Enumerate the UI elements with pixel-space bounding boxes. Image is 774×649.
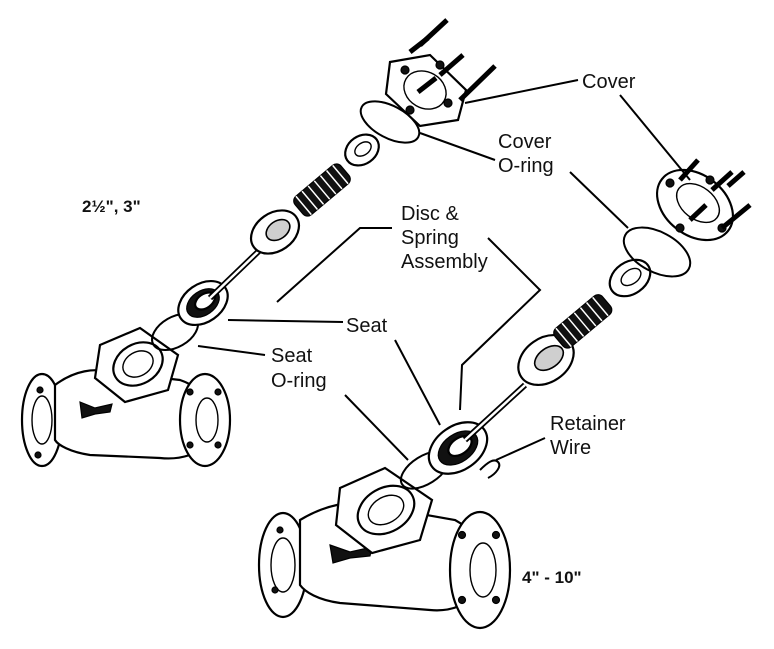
large-valve-body [257, 466, 512, 630]
leader-lines [197, 79, 691, 461]
label-disc-line3: Assembly [401, 251, 488, 273]
label-cover-oring-line1: Cover [498, 131, 552, 153]
large-cover-oring [622, 226, 692, 278]
label-cover-oring-line2: O-ring [498, 155, 554, 177]
label-retainer-line1: Retainer [550, 413, 626, 435]
label-disc-line1: Disc & [401, 203, 459, 225]
label-disc-line2: Spring [401, 227, 459, 249]
large-cover-bolts [678, 158, 752, 230]
large-cover [655, 168, 735, 242]
label-seat-oring-line1: Seat [271, 345, 313, 367]
small-cover-oring [359, 100, 421, 144]
large-valve-assembly [257, 158, 752, 630]
label-size-large: 4" - 10" [522, 568, 582, 587]
small-valve-body [20, 326, 232, 468]
small-cover-bolts [408, 18, 497, 102]
callout-labels: Cover Cover O-ring Disc & Spring Assembl… [82, 71, 636, 587]
small-disc-spring-assembly [207, 133, 380, 301]
label-retainer-line2: Wire [550, 437, 591, 459]
label-seat-oring-line2: O-ring [271, 370, 327, 392]
large-retainer-wire [479, 459, 501, 479]
label-size-small: 2½", 3" [82, 197, 141, 216]
label-cover: Cover [582, 71, 636, 93]
label-seat: Seat [346, 315, 388, 337]
small-valve-assembly [20, 18, 497, 468]
large-disc-spring-assembly [462, 258, 652, 443]
